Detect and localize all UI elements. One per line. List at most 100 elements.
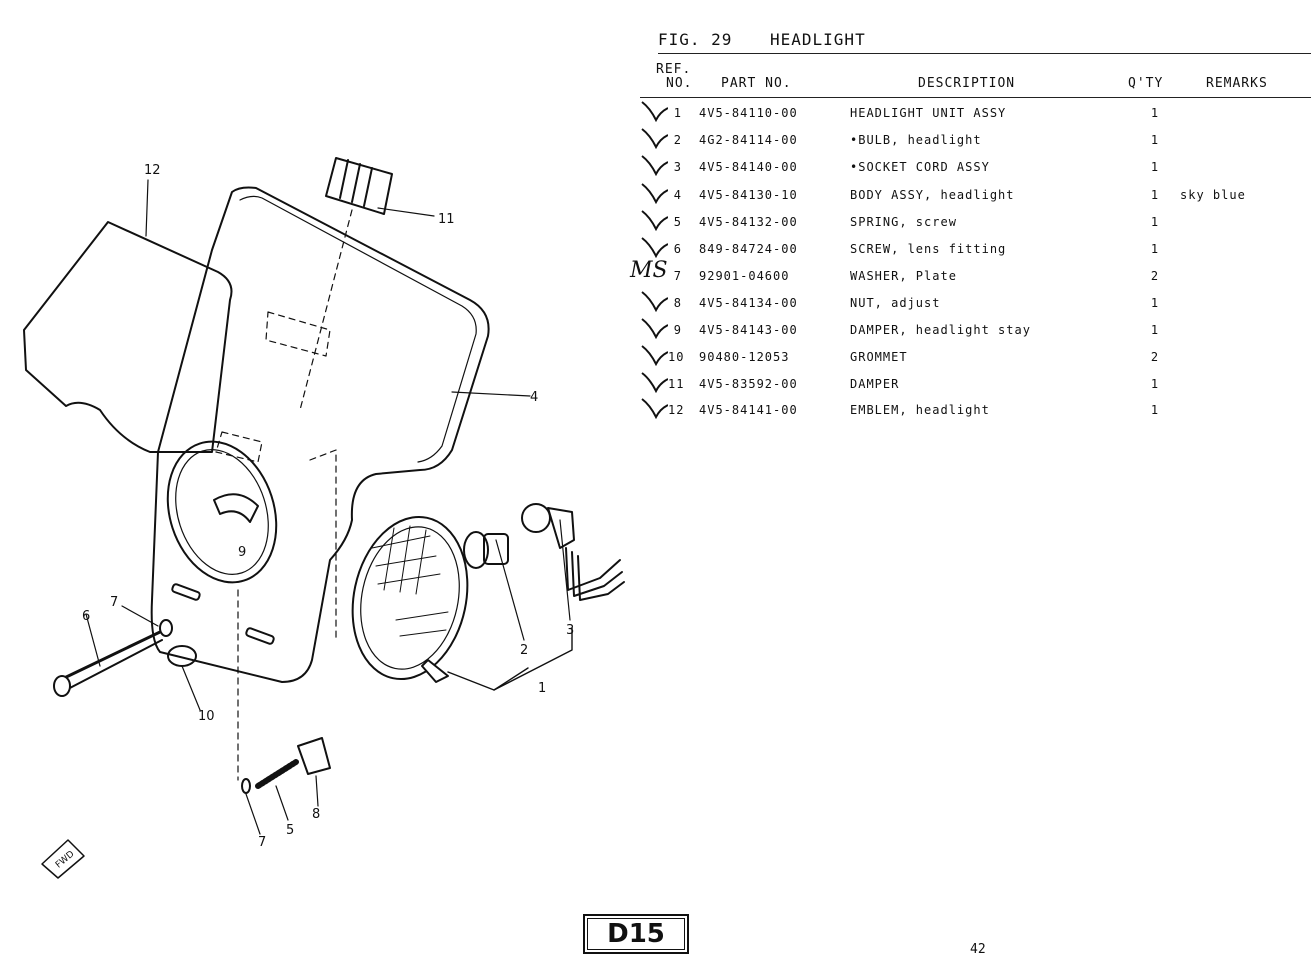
part-number: 4V5-84141-00 [699, 403, 798, 417]
part-number: 92901-04600 [699, 269, 790, 283]
page-code: D15 [583, 914, 689, 954]
callout-7b: 7 [258, 835, 266, 850]
table-row: 8 4V5-84134-00 NUT, adjust 1 [640, 291, 1311, 318]
quantity: 1 [1150, 242, 1160, 256]
check-mark-icon [641, 237, 668, 258]
quantity: 1 [1150, 323, 1160, 337]
table-row: 12 4V5-84141-00 EMBLEM, headlight 1 [640, 398, 1311, 425]
check-mark-icon [641, 318, 668, 339]
callout-8: 8 [312, 807, 320, 822]
remarks: sky blue [1180, 188, 1246, 202]
ref-number: 11 [668, 377, 685, 391]
callout-9: 9 [238, 545, 246, 560]
table-row: 5 4V5-84132-00 SPRING, screw 1 [640, 210, 1311, 237]
quantity: 1 [1150, 215, 1160, 229]
table-row: 10 90480-12053 GROMMET 2 [640, 345, 1311, 372]
part-number: 4V5-84110-00 [699, 106, 798, 120]
check-mark-icon [641, 183, 668, 204]
table-row: 7 92901-04600 WASHER, Plate 2 [640, 269, 1311, 291]
figure-label: FIG. 29 [658, 30, 733, 49]
check-mark-icon [641, 345, 668, 366]
check-mark-icon [641, 128, 668, 149]
parts-diagram: 12 11 4 9 7 6 10 2 3 1 5 8 7 FWD [23, 157, 625, 879]
callout-2: 2 [520, 643, 528, 658]
header-description: DESCRIPTION [918, 76, 1016, 91]
part-number: 4G2-84114-00 [699, 133, 798, 147]
ref-number: 4 [673, 188, 682, 202]
figure-title: HEADLIGHT [770, 30, 866, 49]
part-number: 4V5-84130-10 [699, 188, 798, 202]
ref-number: 7 [673, 269, 682, 283]
header-part-no: PART NO. [721, 76, 792, 91]
table-row: 1 4V5-84110-00 HEADLIGHT UNIT ASSY 1 [640, 101, 1311, 128]
description: SPRING, screw [850, 215, 957, 229]
description: HEADLIGHT UNIT ASSY [850, 106, 1007, 120]
quantity: 1 [1150, 377, 1160, 391]
quantity: 1 [1150, 403, 1160, 417]
description: EMBLEM, headlight [850, 403, 990, 417]
ref-number: 5 [673, 215, 682, 229]
ref-number: 9 [673, 323, 682, 337]
handwritten-initials: MS [630, 258, 668, 283]
description: NUT, adjust [850, 296, 941, 310]
description: DAMPER [850, 377, 900, 391]
headlight-body-shape [150, 186, 490, 683]
callout-3: 3 [566, 623, 574, 638]
part-number: 4V5-84143-00 [699, 323, 798, 337]
part-number: 4V5-84134-00 [699, 296, 798, 310]
header-qty: Q'TY [1128, 76, 1164, 91]
title-divider [658, 53, 1311, 54]
check-mark-icon [641, 291, 668, 312]
header-ref-line2: NO. [666, 76, 693, 91]
callout-5: 5 [286, 823, 294, 838]
header-ref-line1: REF. [656, 62, 692, 77]
check-mark-icon [641, 398, 668, 419]
callout-4: 4 [530, 390, 538, 405]
description: BODY ASSY, headlight [850, 188, 1015, 202]
check-mark-icon [641, 372, 668, 393]
ref-number: 2 [673, 133, 682, 147]
table-row: 3 4V5-84140-00 •SOCKET CORD ASSY 1 [640, 155, 1311, 182]
part-number: 4V5-84132-00 [699, 215, 798, 229]
ref-number: 6 [673, 242, 682, 256]
quantity: 2 [1150, 269, 1160, 283]
callout-1: 1 [538, 681, 546, 696]
callout-11: 11 [438, 212, 455, 227]
part-number: 4V5-84140-00 [699, 160, 798, 174]
description: •BULB, headlight [850, 133, 982, 147]
check-mark-icon [641, 210, 668, 231]
check-mark-icon [641, 101, 668, 122]
check-mark-icon [641, 155, 668, 176]
callout-10: 10 [198, 709, 215, 724]
header-divider [640, 97, 1311, 98]
quantity: 1 [1150, 160, 1160, 174]
description: GROMMET [850, 350, 908, 364]
quantity: 1 [1150, 296, 1160, 310]
part-number: 90480-12053 [699, 350, 790, 364]
table-row: 6 849-84724-00 SCREW, lens fitting 1 [640, 237, 1311, 264]
description: SCREW, lens fitting [850, 242, 1007, 256]
figure-title-row: FIG. 29 HEADLIGHT [658, 30, 1311, 54]
table-row: 4 4V5-84130-10 BODY ASSY, headlight 1 sk… [640, 183, 1311, 210]
header-remarks: REMARKS [1206, 76, 1268, 91]
description: WASHER, Plate [850, 269, 957, 283]
fwd-badge: FWD [54, 849, 77, 870]
ref-number: 12 [668, 403, 685, 417]
ref-number: 10 [668, 350, 685, 364]
table-row: 9 4V5-84143-00 DAMPER, headlight stay 1 [640, 318, 1311, 345]
emblem-shape [23, 221, 233, 453]
description: •SOCKET CORD ASSY [850, 160, 990, 174]
quantity: 1 [1150, 106, 1160, 120]
table-row: 11 4V5-83592-00 DAMPER 1 [640, 372, 1311, 399]
quantity: 2 [1150, 350, 1160, 364]
ref-number: 8 [673, 296, 682, 310]
quantity: 1 [1150, 188, 1160, 202]
page-number: 42 [970, 942, 986, 957]
description: DAMPER, headlight stay [850, 323, 1031, 337]
part-number: 849-84724-00 [699, 242, 798, 256]
ref-number: 1 [673, 106, 682, 120]
quantity: 1 [1150, 133, 1160, 147]
callout-12: 12 [144, 163, 161, 178]
callout-7a: 7 [110, 595, 118, 610]
part-number: 4V5-83592-00 [699, 377, 798, 391]
